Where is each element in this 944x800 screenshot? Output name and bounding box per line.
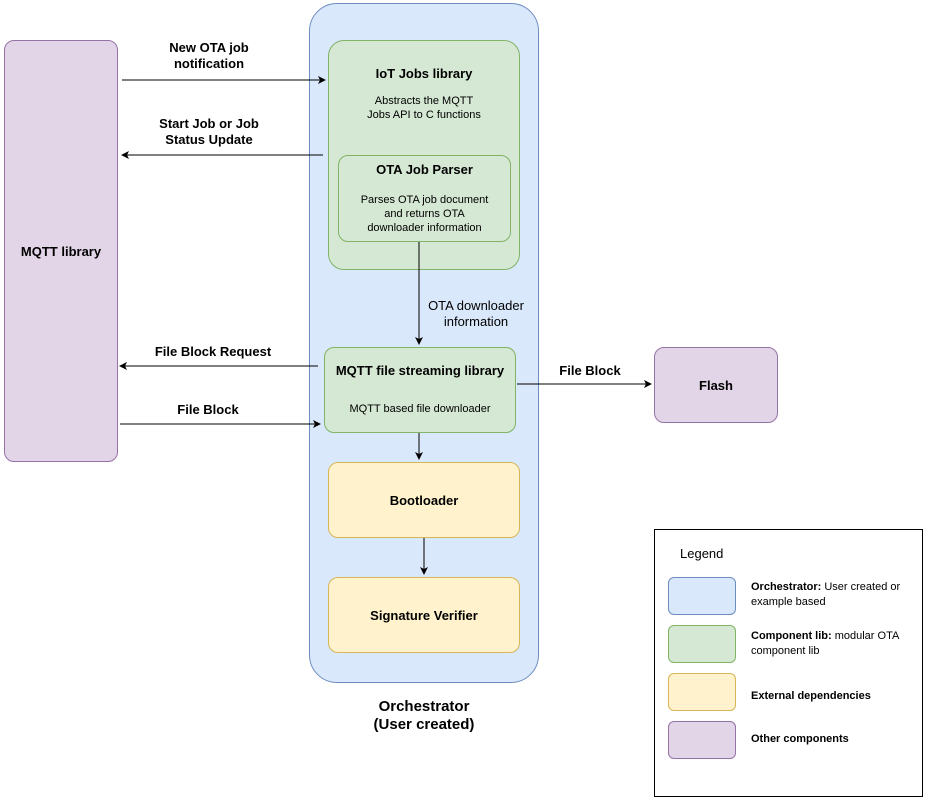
legend-swatch-external xyxy=(668,673,736,711)
legend-component-text1: modular OTA xyxy=(831,630,900,642)
legend-orchestrator-text1: User created or xyxy=(821,581,901,593)
flash-label: Flash xyxy=(699,377,733,393)
edge-label-start-job-line2: Status Update xyxy=(165,132,253,147)
legend-title: Legend xyxy=(680,546,724,561)
ota-job-parser-desc-line1: Parses OTA job document xyxy=(360,194,489,206)
edge-label-file-block-request: File Block Request xyxy=(154,344,272,359)
legend-component-bold: Component lib: xyxy=(751,630,832,642)
edge-label-file-block-out: File Block xyxy=(559,363,621,378)
edge-label-file-block-in: File Block xyxy=(177,402,239,417)
edge-label-new-job-line2: notification xyxy=(173,56,245,71)
mqtt-library-box: MQTT library xyxy=(4,40,118,462)
edge-label-downloader-info-line2: information xyxy=(443,314,509,329)
mqtt-file-streaming-title: MQTT file streaming library xyxy=(335,363,505,378)
flash-box: Flash xyxy=(654,347,778,423)
orchestrator-label-line2: (User created) xyxy=(373,716,475,733)
edge-label-new-job-line1: New OTA job xyxy=(169,40,249,55)
mqtt-file-streaming-desc: MQTT based file downloader xyxy=(349,403,491,415)
legend-text-external: External dependencies xyxy=(751,690,871,702)
mqtt-library-label: MQTT library xyxy=(20,243,102,259)
orchestrator-label-line1: Orchestrator xyxy=(378,698,470,715)
legend-text-component: Component lib: modular OTA component lib xyxy=(751,629,919,659)
ota-job-parser-desc-line2: and returns OTA xyxy=(384,208,465,220)
bootloader-label: Bootloader xyxy=(389,492,459,508)
bootloader-box: Bootloader xyxy=(328,462,520,538)
legend-orchestrator-text2: example based xyxy=(751,596,826,608)
iot-jobs-title: IoT Jobs library xyxy=(375,66,473,81)
legend-swatch-component xyxy=(668,625,736,663)
legend-text-other: Other components xyxy=(751,733,849,745)
legend-swatch-other xyxy=(668,721,736,759)
iot-jobs-desc-line2: Jobs API to C functions xyxy=(367,109,481,121)
edge-label-start-job-line1: Start Job or Job xyxy=(159,116,259,131)
legend-orchestrator-bold: Orchestrator: xyxy=(751,581,822,593)
ota-job-parser-box xyxy=(338,155,511,242)
ota-job-parser-title: OTA Job Parser xyxy=(376,162,473,177)
signature-verifier-label: Signature Verifier xyxy=(370,607,478,623)
legend-component-text2: component lib xyxy=(751,645,820,657)
ota-job-parser-desc-line3: downloader information xyxy=(367,222,482,234)
signature-verifier-box: Signature Verifier xyxy=(328,577,520,653)
legend-swatch-orchestrator xyxy=(668,577,736,615)
legend-text-orchestrator: Orchestrator: User created or example ba… xyxy=(751,580,919,610)
mqtt-file-streaming-box xyxy=(324,347,516,433)
edge-label-downloader-info-line1: OTA downloader xyxy=(428,298,524,313)
iot-jobs-desc-line1: Abstracts the MQTT xyxy=(374,95,474,107)
